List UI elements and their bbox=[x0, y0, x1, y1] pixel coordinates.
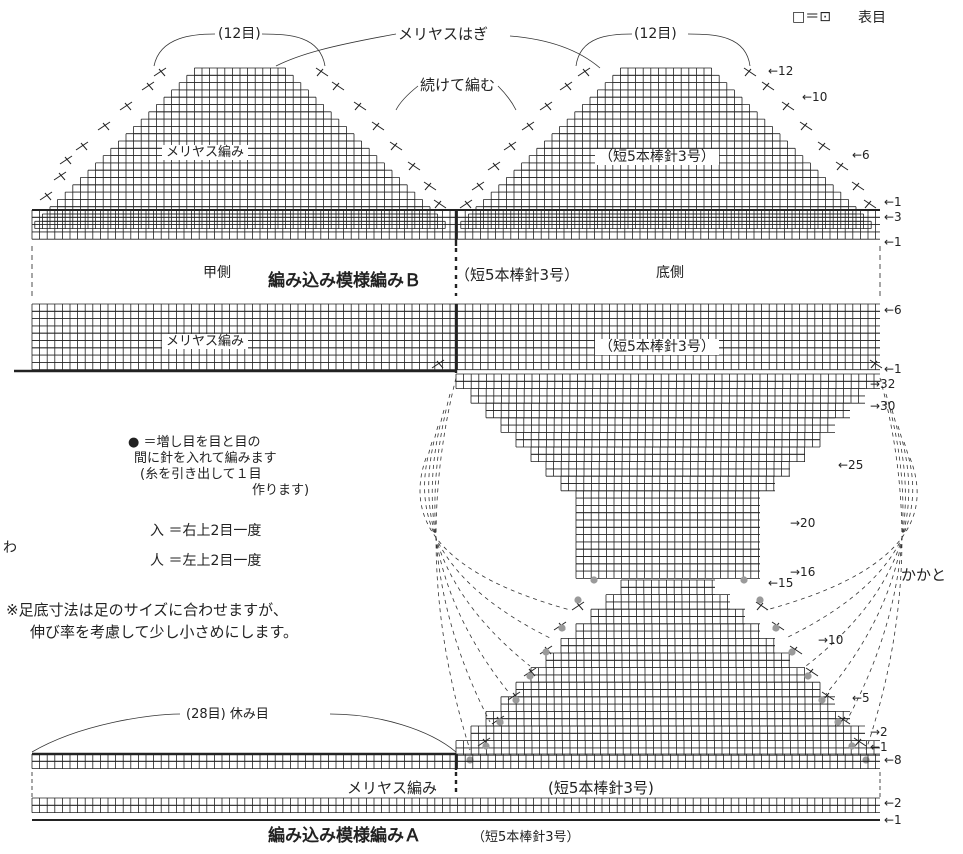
ssk-symbol bbox=[315, 67, 329, 77]
k2tog-symbol bbox=[476, 182, 484, 191]
ssk-symbol bbox=[332, 82, 340, 91]
ssk-symbol bbox=[424, 182, 432, 191]
k2tog-symbol bbox=[97, 121, 111, 131]
k2tog-symbol bbox=[539, 101, 553, 111]
k2tog-symbol bbox=[59, 155, 73, 165]
k2tog-symbol bbox=[436, 360, 444, 369]
k2tog-symbol bbox=[577, 67, 591, 77]
k2tog-symbol bbox=[39, 191, 53, 201]
ssk-symbol bbox=[852, 182, 860, 191]
k2tog-symbol bbox=[158, 68, 166, 77]
k2tog-symbol bbox=[464, 200, 472, 209]
ssk-symbol bbox=[869, 359, 883, 369]
k2tog-symbol bbox=[102, 122, 110, 131]
ssk-symbol bbox=[408, 162, 416, 171]
ssk-symbol bbox=[743, 67, 757, 77]
k2tog-symbol bbox=[559, 81, 573, 91]
ssk-symbol bbox=[864, 200, 872, 209]
k2tog-symbol bbox=[44, 192, 52, 201]
k2tog-symbol bbox=[521, 121, 535, 131]
k2tog-symbol bbox=[492, 162, 500, 171]
ssk-symbol bbox=[761, 81, 775, 91]
k2tog-symbol bbox=[564, 82, 572, 91]
ssk-symbol bbox=[433, 199, 447, 209]
ssk-symbol bbox=[407, 161, 421, 171]
k2tog-symbol bbox=[503, 141, 517, 151]
k2tog-symbol bbox=[544, 102, 552, 111]
k2tog-symbol bbox=[431, 359, 445, 369]
ssk-symbol bbox=[372, 122, 380, 131]
k2tog-symbol bbox=[582, 68, 590, 77]
ssk-symbol bbox=[762, 82, 770, 91]
ssk-symbol bbox=[817, 141, 831, 151]
k2tog-symbol bbox=[119, 101, 133, 111]
k2tog-symbol bbox=[80, 142, 88, 151]
k2tog-symbol bbox=[153, 67, 167, 77]
ssk-symbol bbox=[818, 142, 826, 151]
k2tog-symbol bbox=[124, 102, 132, 111]
k2tog-symbol bbox=[471, 181, 485, 191]
ssk-symbol bbox=[331, 81, 345, 91]
k2tog-symbol bbox=[64, 156, 72, 165]
k2tog-symbol bbox=[487, 161, 501, 171]
ssk-symbol bbox=[371, 121, 385, 131]
ssk-symbol bbox=[782, 102, 790, 111]
ssk-symbol bbox=[389, 141, 403, 151]
ssk-symbol bbox=[870, 360, 878, 369]
k2tog-symbol bbox=[459, 199, 473, 209]
k2tog-symbol bbox=[508, 142, 516, 151]
ssk-symbol bbox=[835, 161, 849, 171]
ssk-symbol bbox=[354, 102, 362, 111]
ssk-symbol bbox=[800, 122, 808, 131]
ssk-symbol bbox=[836, 162, 844, 171]
ssk-symbol bbox=[799, 121, 813, 131]
ssk-symbol bbox=[863, 199, 877, 209]
ssk-symbol bbox=[434, 200, 442, 209]
k2tog-symbol bbox=[53, 171, 67, 181]
k2tog-symbol bbox=[141, 81, 155, 91]
ssk-symbol bbox=[744, 68, 752, 77]
ssk-symbol bbox=[390, 142, 398, 151]
k2tog-symbol bbox=[75, 141, 89, 151]
ssk-symbol bbox=[423, 181, 437, 191]
k2tog-symbol bbox=[58, 172, 66, 181]
ssk-symbol bbox=[353, 101, 367, 111]
k2tog-symbol bbox=[526, 122, 534, 131]
k2tog-symbol bbox=[146, 82, 154, 91]
ssk-symbol bbox=[851, 181, 865, 191]
ssk-symbol bbox=[781, 101, 795, 111]
ssk-symbol bbox=[316, 68, 324, 77]
